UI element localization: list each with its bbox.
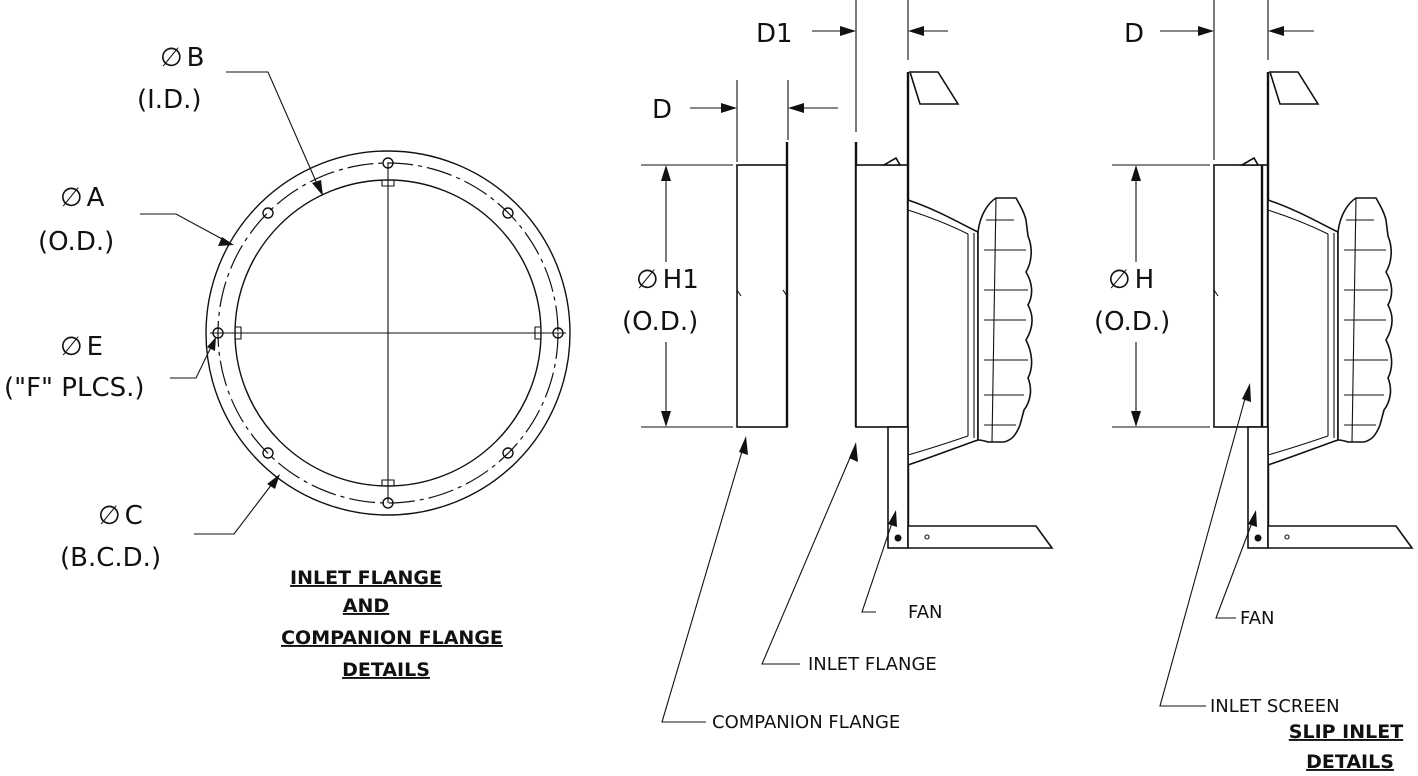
dim-h1-label: ∅H1: [636, 265, 699, 295]
bolt-holes: [212, 157, 564, 509]
dim-c-note: (B.C.D.): [60, 543, 161, 573]
dim-e-label: ∅E: [60, 332, 103, 362]
dim-h-note: (O.D.): [1094, 307, 1170, 337]
slip-fan-housing: [1267, 197, 1393, 466]
bolt-hole: [262, 447, 274, 459]
companion-flange-side-view: D1 D ∅H1 (O.D.): [618, 0, 1054, 733]
flange-front-view: ∅B (I.D.) ∅A (O.D.) ∅E ("F" PLCS.) ∅C (B…: [4, 43, 571, 681]
bolt-hole: [502, 207, 514, 219]
bolt-hole: [502, 447, 514, 459]
dim-c-label: ∅C: [98, 501, 143, 531]
bolt-hole: [262, 207, 274, 219]
slip-fan-callout: FAN: [1240, 608, 1274, 629]
svg-text:COMPANION FLANGE: COMPANION FLANGE: [281, 627, 503, 649]
inlet-flange-callout: INLET FLANGE: [808, 654, 937, 675]
slip-inlet-side-view: D ∅H (O.D.) FAN INLET SC: [1092, 0, 1414, 773]
fan-housing: [907, 197, 1033, 466]
bolt-hole: [212, 327, 224, 339]
dim-d-label: D: [652, 95, 672, 125]
flange-details-title: INLET FLANGE AND COMPANION FLANGE DETAIL…: [281, 567, 503, 681]
svg-text:INLET FLANGE: INLET FLANGE: [290, 567, 442, 589]
dim-b-label: ∅B: [160, 43, 205, 73]
bolt-hole: [382, 157, 394, 169]
dim-b-note: (I.D.): [137, 85, 202, 115]
companion-flange: [736, 164, 788, 428]
fan-base: [907, 525, 1054, 549]
dim-e-note: ("F" PLCS.): [4, 373, 145, 403]
dim-a-label: ∅A: [60, 183, 105, 213]
slip-fan-base: [1267, 525, 1414, 549]
bolt-hole: [552, 327, 564, 339]
dim-d1-label: D1: [756, 19, 793, 49]
slip-dim-d-label: D: [1124, 19, 1144, 49]
dim-a-note: (O.D.): [38, 227, 114, 257]
svg-text:DETAILS: DETAILS: [1306, 751, 1394, 773]
fan-callout: FAN: [908, 602, 942, 623]
outer-diameter-circle: [205, 150, 571, 516]
svg-text:SLIP INLET: SLIP INLET: [1289, 721, 1403, 743]
bolt-hole: [382, 497, 394, 509]
svg-text:DETAILS: DETAILS: [342, 659, 430, 681]
svg-text:AND: AND: [343, 595, 389, 617]
dim-h1-note: (O.D.): [622, 307, 698, 337]
inlet-screen: [1213, 164, 1269, 428]
companion-flange-callout: COMPANION FLANGE: [712, 712, 900, 733]
inlet-screen-callout: INLET SCREEN: [1210, 696, 1340, 717]
dim-h-label: ∅H: [1108, 265, 1154, 295]
slip-details-title: SLIP INLET DETAILS: [1289, 721, 1403, 773]
